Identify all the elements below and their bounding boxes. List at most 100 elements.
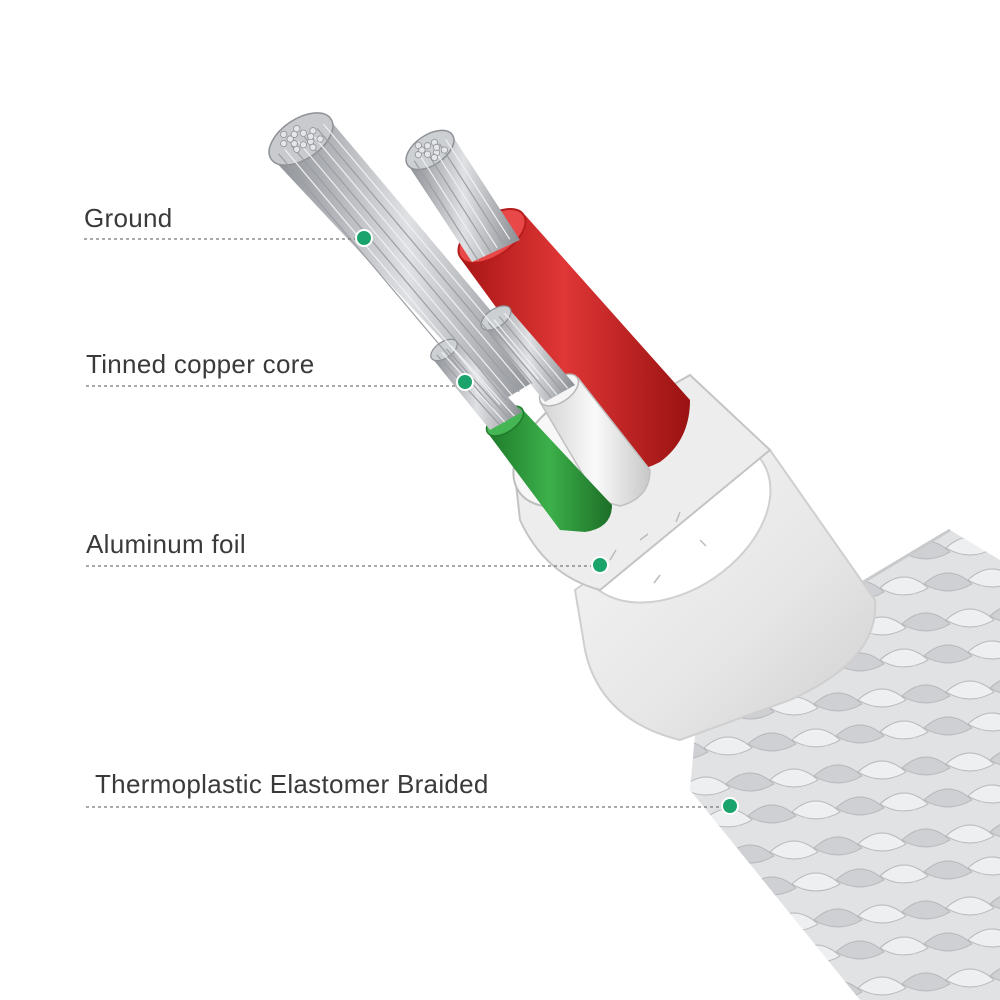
braid-scale [879,792,929,812]
strand-wire-icon [450,345,515,417]
braid-scale [967,568,1000,588]
strand-wire-icon [310,132,527,389]
strand-wire-icon [504,312,569,389]
braid-scale [879,576,929,596]
leader-lines [84,238,730,808]
braid-scale [747,948,797,968]
strand-wire-icon [493,319,558,395]
braid-scale [967,784,1000,804]
braid-scale [901,756,951,776]
strand-wire-icon [323,123,540,380]
braid-scale [835,724,885,744]
braid-scale [616,745,664,763]
strand-end [299,129,308,137]
braid-scale [703,736,753,756]
strand-end [286,135,294,143]
braid-scale [967,856,1000,876]
braid-scale [945,752,995,772]
strand-end [280,130,288,139]
strand-end [316,135,324,143]
braid-scale [690,956,709,976]
braid-scale [901,684,951,704]
braid-scale [616,889,664,907]
braid-scale [945,680,995,700]
braid-scale [813,692,863,712]
braid-scale [791,728,841,748]
strand-wire-icon [445,138,511,240]
braid-scale [813,908,863,928]
strand-wire-icon [441,351,506,423]
braid-scale [857,904,907,924]
braid-scale [835,796,885,816]
strand-end [418,146,426,154]
braid-scale [967,928,1000,948]
braid-scale [967,712,1000,732]
callout-marker-icon [355,229,373,247]
strand-wire-icon [426,151,492,253]
strand-end [307,132,315,141]
braid-scale [945,608,995,628]
strand-end [423,150,432,158]
braid-scale [703,952,753,972]
braid-scale [901,612,951,632]
strand-wire-icon [277,153,494,410]
strand-end [299,141,308,149]
braid-scale [747,804,797,824]
braid-scale [690,740,709,760]
braid-scale [690,848,731,868]
braid-scale [880,505,928,523]
callout-marker-icon [456,373,474,391]
callout-label-ground: Ground [84,203,173,233]
braid-scale [690,920,731,940]
braid-scale [769,768,819,788]
braid-scale [769,984,819,1000]
braid-scale [857,688,907,708]
callout-label-foil: Aluminum foil [86,529,246,559]
strand-wire-icon [420,156,486,257]
strand-end [414,141,422,149]
braid-scale [923,716,973,736]
braid-scale [923,932,973,952]
braid-scale [616,817,664,835]
braid-scale [690,812,709,832]
strand-wire-icon [297,140,514,397]
strand-wire-icon [432,147,498,249]
braid-scale [638,781,686,799]
strand-end [290,140,298,148]
strand-end [432,143,441,151]
braid-scale [989,532,1000,552]
braid-scale [725,988,775,1000]
callout-marker-icon [591,556,609,574]
braid-scale [857,832,907,852]
braid-scale [638,925,686,943]
braid-scale [879,936,929,956]
braid-scale [616,961,664,979]
braid-scale [791,872,841,892]
braid-scale [690,776,731,796]
braid-scale [924,501,972,519]
strand-end [293,125,301,133]
strand-wires [268,112,575,430]
braid-scale [923,860,973,880]
braid-scale [638,853,686,871]
braid-scale [725,916,775,936]
strand-end [414,151,422,159]
strand-end [440,146,448,154]
braid-scale [857,976,907,996]
strand-end [309,143,317,151]
braid-scale [725,772,775,792]
callout-label-core: Tinned copper core [86,349,315,379]
braid-scale [967,640,1000,660]
braid-scale [703,880,753,900]
strand-wire-icon [438,143,504,244]
braid-scale [879,648,929,668]
braid-scale [690,884,709,904]
braid-scale [769,840,819,860]
braid-scale [835,940,885,960]
braid-scale [945,896,995,916]
braid-scale [968,497,1000,515]
strand-end [280,139,288,148]
braid-scale [945,824,995,844]
braid-scale [901,828,951,848]
